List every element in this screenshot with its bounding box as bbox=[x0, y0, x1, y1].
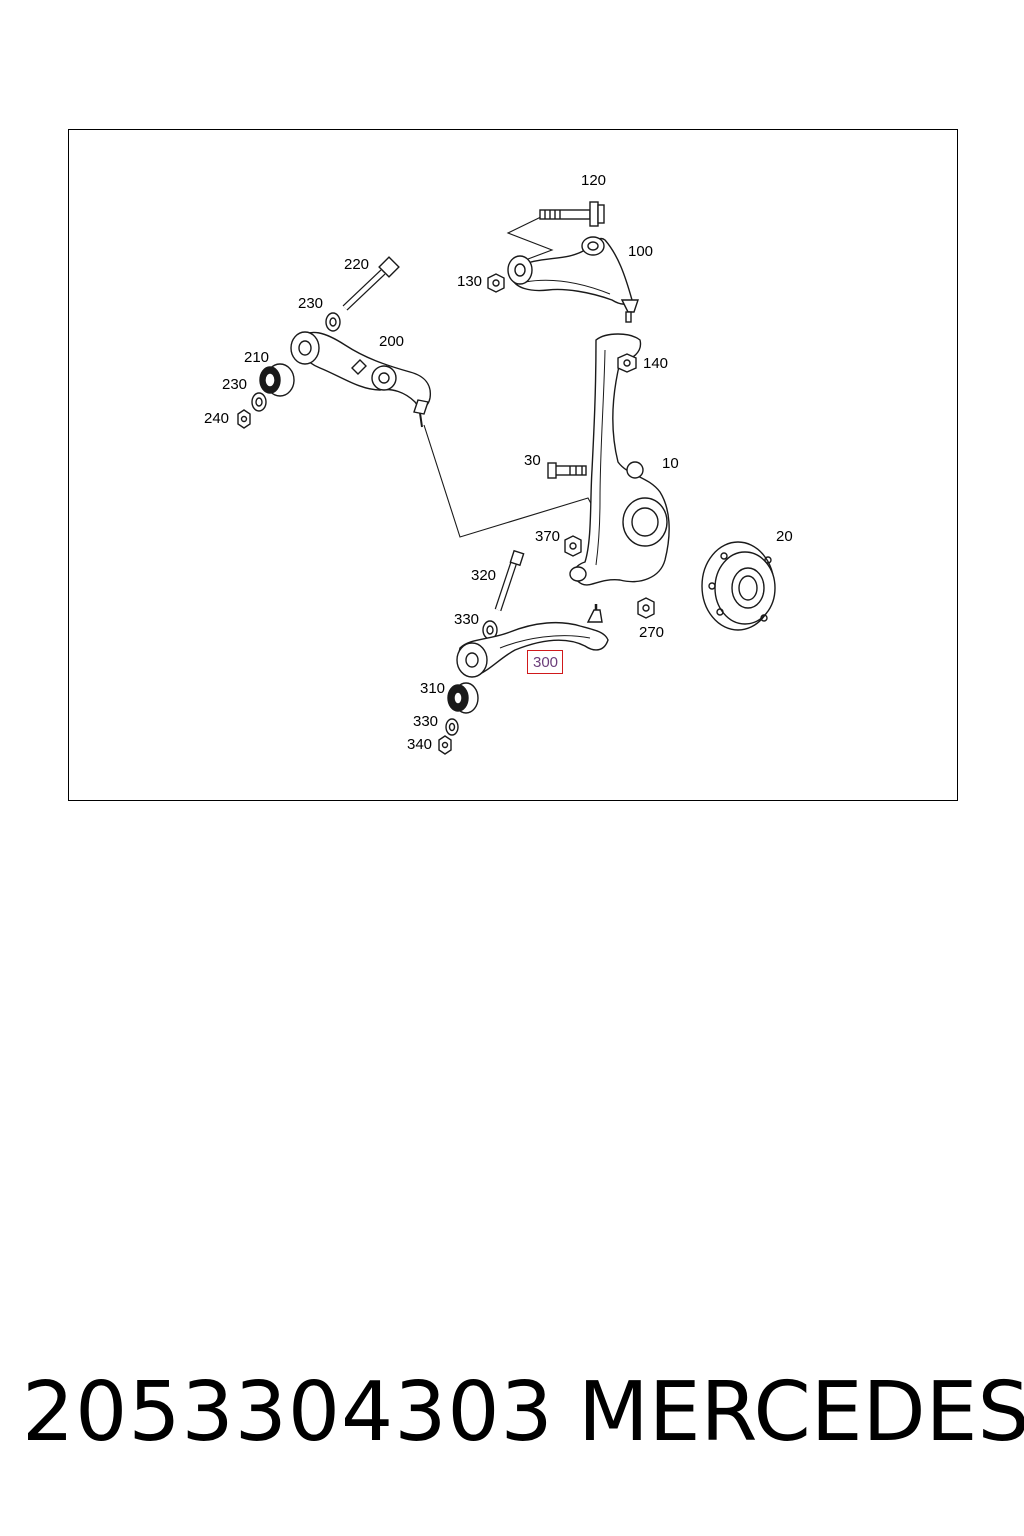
nut-140-icon bbox=[617, 353, 637, 373]
washer-230-icon bbox=[325, 312, 341, 332]
callout-330-top[interactable]: 330 bbox=[454, 611, 480, 628]
nut-130-icon bbox=[487, 273, 505, 293]
exploded-parts-diagram bbox=[237, 201, 776, 755]
nut-340-icon bbox=[438, 735, 452, 755]
control-arm-300-icon bbox=[456, 604, 609, 678]
nut-270-icon bbox=[637, 597, 655, 619]
callout-310[interactable]: 310 bbox=[420, 680, 446, 697]
callout-210[interactable]: 210 bbox=[244, 349, 270, 366]
bolt-220-icon bbox=[342, 256, 400, 311]
washer-330-lower-icon bbox=[445, 718, 459, 736]
nut-370-icon bbox=[564, 535, 582, 557]
part-number: 2053304303 bbox=[22, 1365, 554, 1460]
callout-140[interactable]: 140 bbox=[643, 355, 669, 372]
footer: 2053304303 MERCEDES bbox=[0, 1365, 1024, 1475]
callout-10[interactable]: 10 bbox=[662, 455, 679, 472]
callout-330-lower[interactable]: 330 bbox=[413, 713, 439, 730]
callout-100[interactable]: 100 bbox=[628, 243, 654, 260]
bushing-310-icon bbox=[447, 682, 479, 714]
leader-line-120-130 bbox=[506, 214, 554, 263]
callout-270[interactable]: 270 bbox=[639, 624, 665, 641]
steering-knuckle-10-icon bbox=[569, 333, 670, 586]
control-arm-200-icon bbox=[290, 331, 432, 428]
wheel-hub-20-icon bbox=[701, 541, 776, 631]
bolt-120-icon bbox=[539, 201, 605, 227]
nut-240-icon bbox=[237, 409, 251, 429]
bolt-30-icon bbox=[547, 462, 587, 479]
washer-230-lower-icon bbox=[251, 392, 267, 412]
bolt-320-icon bbox=[494, 549, 525, 612]
bushing-210-icon bbox=[259, 363, 295, 397]
callout-20[interactable]: 20 bbox=[776, 528, 793, 545]
callout-230-lower[interactable]: 230 bbox=[222, 376, 248, 393]
callout-320[interactable]: 320 bbox=[471, 567, 497, 584]
callout-30[interactable]: 30 bbox=[524, 452, 541, 469]
callout-300-highlighted[interactable]: 300 bbox=[527, 650, 564, 674]
brand-name: MERCEDES bbox=[578, 1365, 1024, 1460]
callout-340[interactable]: 340 bbox=[407, 736, 433, 753]
callout-120[interactable]: 120 bbox=[581, 172, 607, 189]
callout-370[interactable]: 370 bbox=[535, 528, 561, 545]
upper-control-arm-100-icon bbox=[507, 236, 639, 323]
callout-200[interactable]: 200 bbox=[379, 333, 405, 350]
diagram-frame bbox=[68, 129, 958, 801]
callout-230-top[interactable]: 230 bbox=[298, 295, 324, 312]
callout-240[interactable]: 240 bbox=[204, 410, 230, 427]
callout-130[interactable]: 130 bbox=[457, 273, 483, 290]
leader-line-200-10 bbox=[423, 424, 601, 538]
callout-220[interactable]: 220 bbox=[344, 256, 370, 273]
